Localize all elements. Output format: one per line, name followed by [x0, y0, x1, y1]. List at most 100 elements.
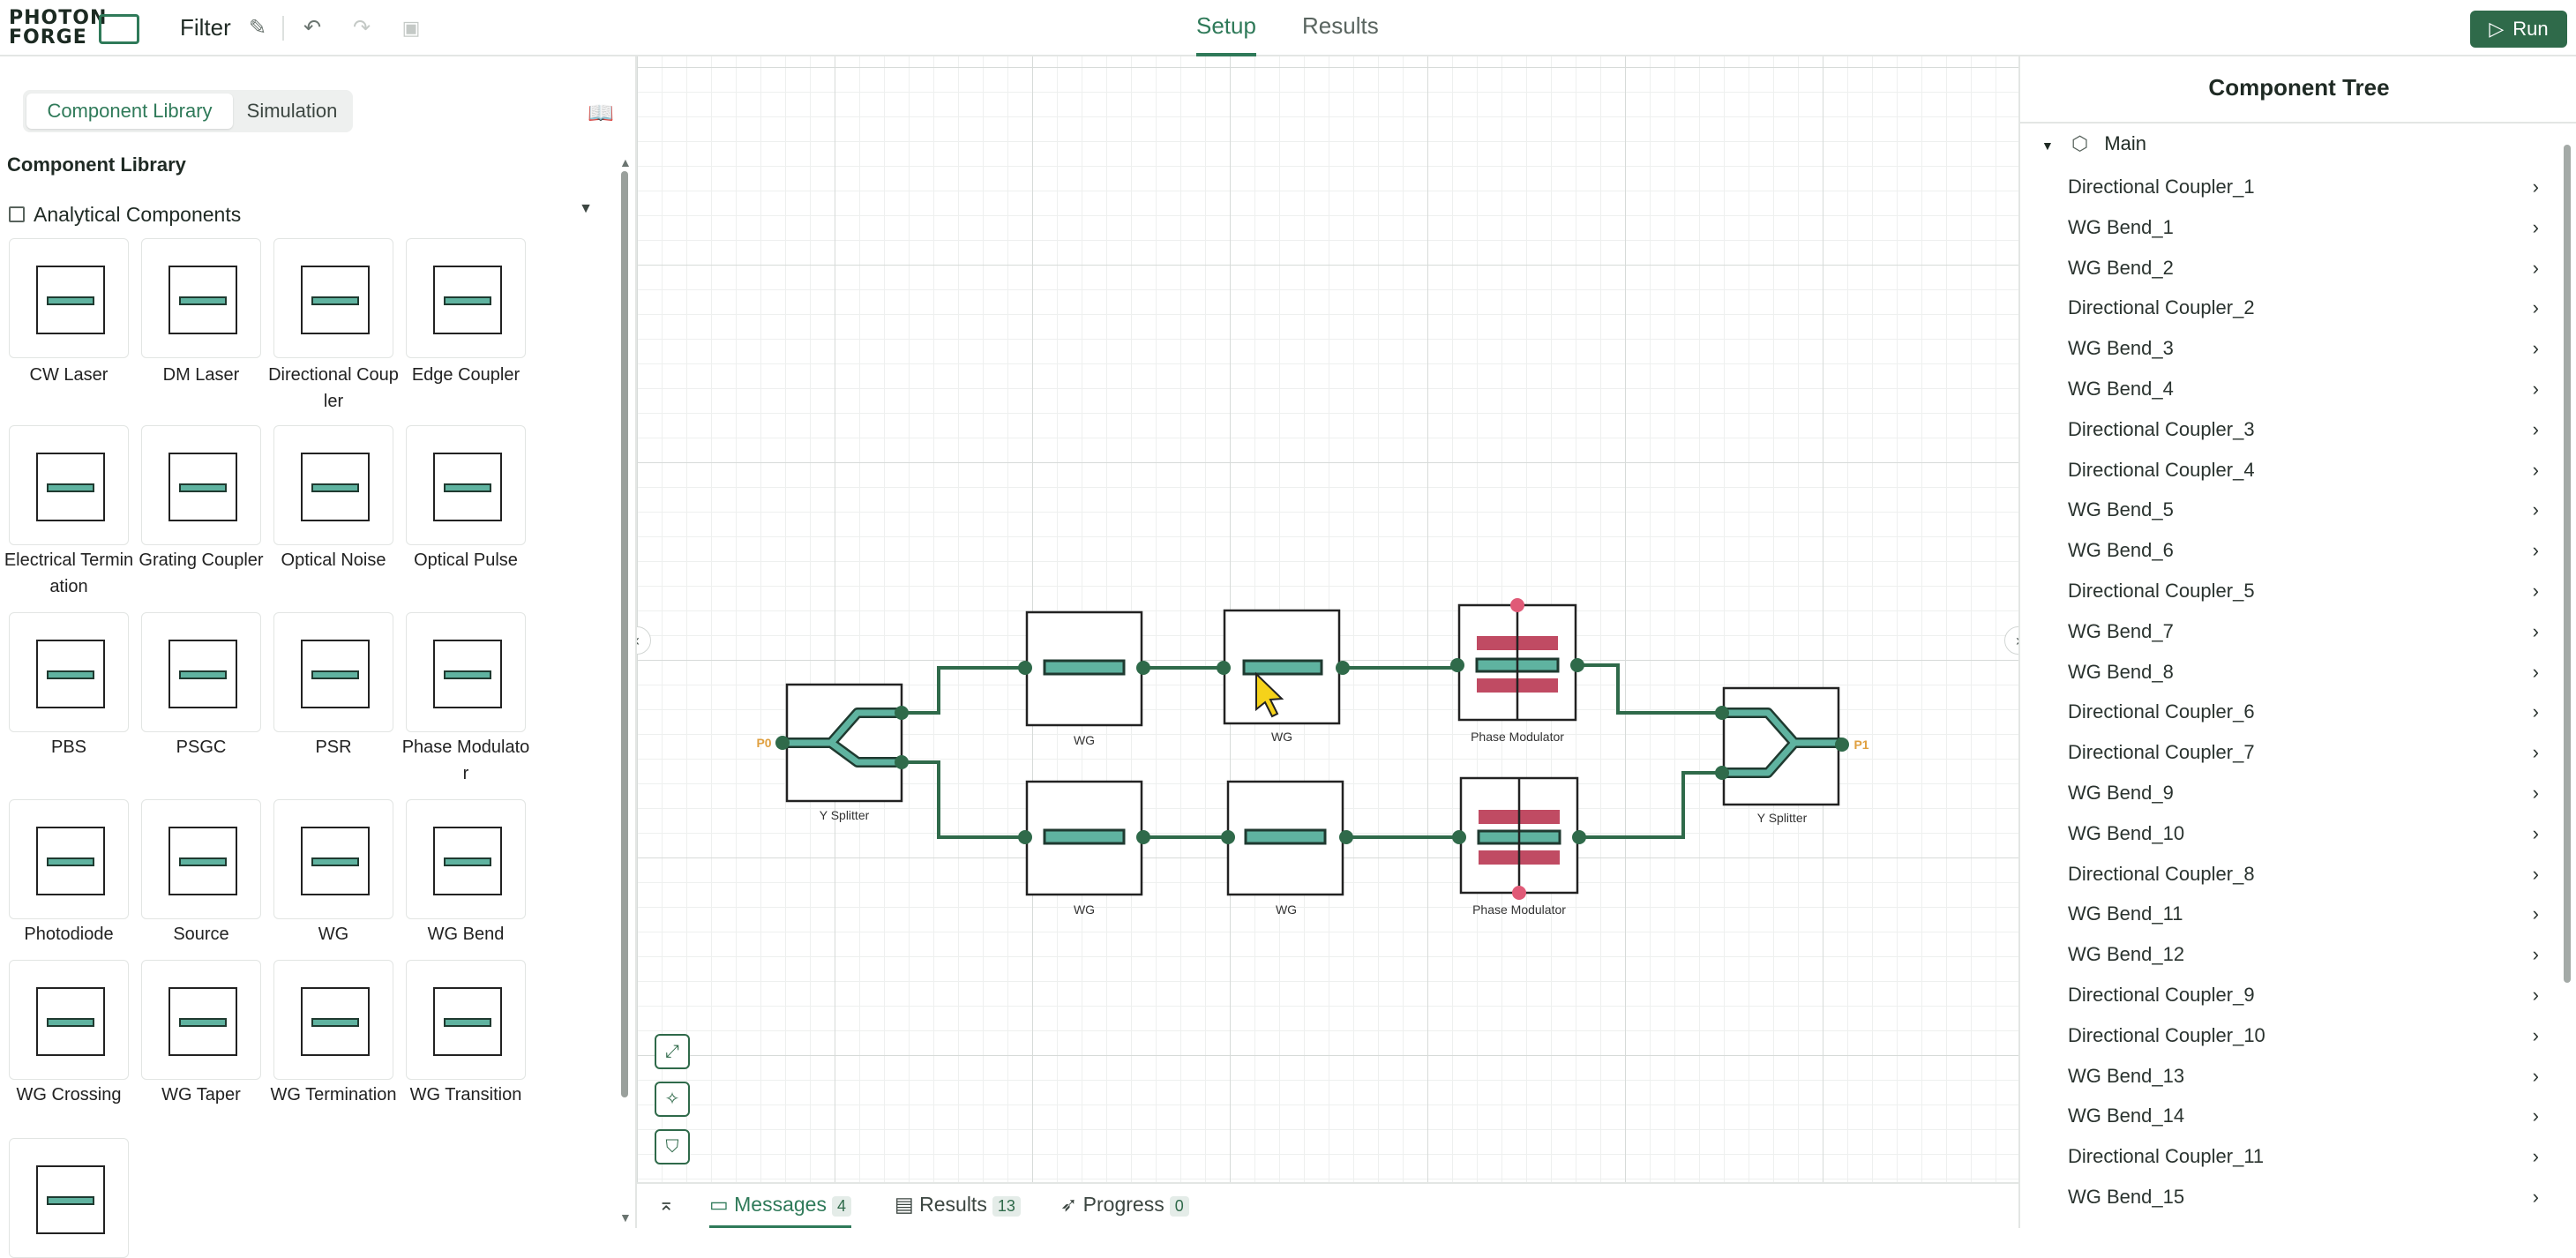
- tree-item[interactable]: WG Bend_12›: [2068, 935, 2544, 974]
- tree-item[interactable]: Directional Coupler_2›: [2068, 288, 2544, 327]
- wg-taper-icon: [168, 987, 237, 1056]
- tree-item[interactable]: Directional Coupler_8›: [2068, 855, 2544, 894]
- component-card-label: WG Bend: [427, 925, 505, 944]
- component-card[interactable]: [406, 238, 526, 358]
- component-card[interactable]: [9, 960, 129, 1080]
- component-card[interactable]: [273, 425, 393, 545]
- scroll-up-arrow[interactable]: ▲: [619, 155, 632, 169]
- wg-icon: [301, 827, 370, 895]
- tree-item-label: Directional Coupler_8: [2068, 862, 2255, 885]
- tree-item[interactable]: WG Bend_14›: [2068, 1097, 2544, 1135]
- edit-pencil-icon[interactable]: ✎: [248, 16, 267, 40]
- shield-icon[interactable]: ⛉: [655, 1129, 690, 1164]
- select-pointer-icon[interactable]: ✧: [655, 1082, 690, 1117]
- tree-item[interactable]: WG Bend_7›: [2068, 612, 2544, 651]
- tree-item[interactable]: WG Bend_10›: [2068, 814, 2544, 853]
- logo-text-line2: FORGE: [9, 26, 87, 49]
- component-card[interactable]: [9, 799, 129, 919]
- tab-results[interactable]: Results: [1302, 12, 1379, 39]
- cube-icon: ⬡: [2071, 132, 2089, 154]
- progress-count: 0: [1169, 1196, 1189, 1217]
- redo-icon[interactable]: ↷: [352, 16, 371, 40]
- tab-setup[interactable]: Setup: [1196, 12, 1256, 56]
- tree-item[interactable]: WG Bend_1›: [2068, 208, 2544, 247]
- undo-icon[interactable]: ↶: [303, 16, 322, 40]
- project-title: Filter: [180, 14, 231, 41]
- component-card[interactable]: [141, 425, 261, 545]
- component-card[interactable]: [9, 612, 129, 732]
- component-card[interactable]: [406, 799, 526, 919]
- tree-item-label: WG Bend_11: [2068, 902, 2183, 925]
- schematic-canvas[interactable]: Y Splitter P0 WG WG Phase Modulator: [637, 56, 2018, 1182]
- logo-mark-icon: [99, 14, 139, 44]
- tree-item[interactable]: Directional Coupler_1›: [2068, 168, 2544, 206]
- wg-transition-icon: [433, 987, 502, 1056]
- tree-item[interactable]: WG Bend_5›: [2068, 490, 2544, 529]
- tab-simulation[interactable]: Simulation: [246, 100, 338, 122]
- tree-root-main[interactable]: ▼ ⬡ Main: [2041, 132, 2146, 168]
- chevron-right-icon: ›: [2532, 458, 2539, 481]
- fit-view-icon[interactable]: ⤢: [655, 1034, 690, 1069]
- node-label: Y Splitter: [1757, 811, 1808, 825]
- tree-item[interactable]: Directional Coupler_4›: [2068, 451, 2544, 490]
- tree-item-label: WG Bend_2: [2068, 256, 2174, 279]
- tree-item[interactable]: WG Bend_4›: [2068, 370, 2544, 408]
- tree-item[interactable]: WG Bend_9›: [2068, 774, 2544, 812]
- node-phase-modulator: Phase Modulator: [1450, 598, 1584, 744]
- component-card[interactable]: [9, 238, 129, 358]
- tree-item[interactable]: Directional Coupler_10›: [2068, 1016, 2544, 1055]
- library-scrollbar[interactable]: [621, 171, 628, 1097]
- logo-text-line1: PHOTON: [9, 7, 108, 29]
- tree-item[interactable]: WG Bend_3›: [2068, 329, 2544, 368]
- component-card[interactable]: [406, 425, 526, 545]
- component-card[interactable]: [141, 238, 261, 358]
- tree-item[interactable]: Directional Coupler_11›: [2068, 1137, 2544, 1176]
- source-icon: [168, 827, 237, 895]
- component-card[interactable]: [406, 612, 526, 732]
- node-wg: WG: [1221, 780, 1353, 917]
- chevron-right-icon: ›: [2532, 619, 2539, 642]
- section-analytical-components[interactable]: Analytical Components ▼: [7, 201, 598, 229]
- scroll-down-arrow[interactable]: ▼: [619, 1210, 632, 1224]
- tree-item-label: Directional Coupler_1: [2068, 176, 2255, 198]
- tree-item[interactable]: Directional Coupler_6›: [2068, 693, 2544, 731]
- tree-item[interactable]: WG Bend_2›: [2068, 249, 2544, 288]
- tree-item[interactable]: Directional Coupler_7›: [2068, 733, 2544, 772]
- component-card[interactable]: [141, 612, 261, 732]
- component-card[interactable]: [141, 960, 261, 1080]
- tree-item[interactable]: WG Bend_8›: [2068, 653, 2544, 692]
- component-card-label: Source: [173, 925, 229, 944]
- component-card[interactable]: [273, 238, 393, 358]
- photodiode-icon: [36, 827, 105, 895]
- tab-component-library[interactable]: Component Library: [26, 94, 233, 129]
- expand-up-icon[interactable]: ⌅: [658, 1193, 675, 1215]
- tree-scrollbar[interactable]: [2564, 145, 2571, 983]
- tree-item[interactable]: WG Bend_13›: [2068, 1057, 2544, 1096]
- component-card[interactable]: [406, 960, 526, 1080]
- component-card-label: WG Crossing: [16, 1085, 122, 1104]
- run-button[interactable]: ▷ Run: [2470, 11, 2567, 48]
- tree-item[interactable]: Directional Coupler_3›: [2068, 410, 2544, 449]
- save-icon[interactable]: ▣: [401, 17, 421, 39]
- tree-item[interactable]: Directional Coupler_5›: [2068, 572, 2544, 610]
- node-label: WG: [1074, 902, 1095, 917]
- tree-item[interactable]: WG Bend_11›: [2068, 895, 2544, 933]
- component-card[interactable]: [273, 612, 393, 732]
- tree-item[interactable]: WG Bend_6›: [2068, 531, 2544, 570]
- book-icon[interactable]: 📖: [588, 101, 614, 125]
- component-card[interactable]: [273, 960, 393, 1080]
- chevron-right-icon: ›: [2532, 539, 2539, 562]
- component-card-label: Electrical Termination: [4, 550, 134, 596]
- component-card[interactable]: [9, 425, 129, 545]
- run-button-label: Run: [2512, 18, 2549, 40]
- component-card[interactable]: [9, 1138, 129, 1258]
- component-card[interactable]: [273, 799, 393, 919]
- component-card[interactable]: [141, 799, 261, 919]
- tree-item[interactable]: Directional Coupler_9›: [2068, 976, 2544, 1015]
- chevron-right-icon: ›: [2532, 1023, 2539, 1046]
- tree-item[interactable]: WG Bend_15›: [2068, 1178, 2544, 1217]
